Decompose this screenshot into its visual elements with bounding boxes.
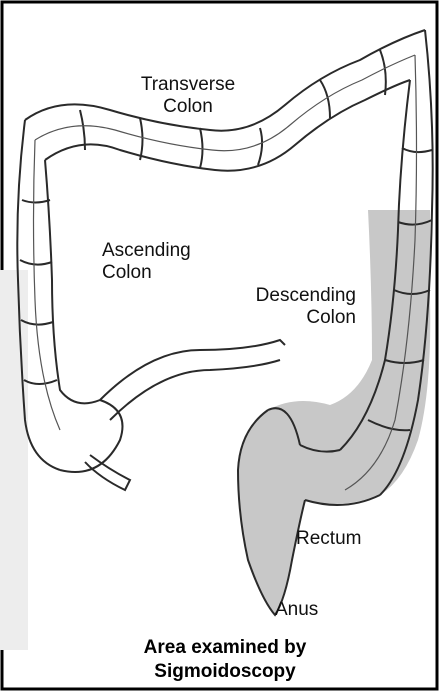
- rectum-label: Rectum: [296, 528, 361, 550]
- ascending-colon-label: Ascending Colon: [102, 240, 191, 284]
- ascending-colon-label-line2: Colon: [102, 262, 191, 284]
- anus-label: Anus: [275, 599, 318, 621]
- transverse-colon-label-line2: Colon: [128, 96, 248, 118]
- transverse-colon-label: Transverse Colon: [128, 74, 248, 118]
- caption-line1: Area examined by: [100, 636, 350, 660]
- transverse-colon-label-line1: Transverse: [128, 74, 248, 96]
- caption-line2: Sigmoidoscopy: [100, 660, 350, 684]
- diagram-caption: Area examined by Sigmoidoscopy: [100, 636, 350, 684]
- descending-colon-label-line1: Descending: [228, 285, 356, 307]
- descending-colon-label: Descending Colon: [228, 283, 356, 331]
- descending-colon-label-line2: Colon: [228, 307, 356, 329]
- ascending-colon-label-line1: Ascending: [102, 240, 191, 262]
- background-panel: [0, 270, 28, 650]
